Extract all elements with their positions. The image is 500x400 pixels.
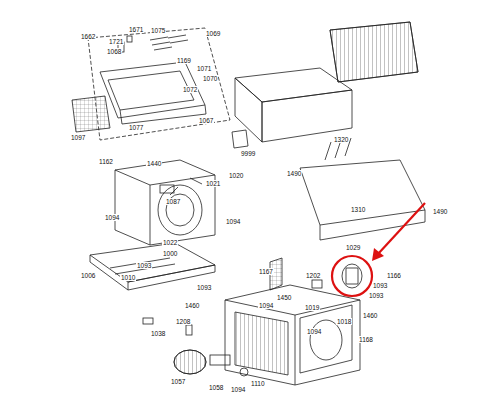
callout-number: 1094 (258, 302, 274, 309)
callout-number: 1006 (80, 272, 96, 279)
callout-number: 1094 (104, 214, 120, 221)
callout-number: 1162 (98, 158, 114, 165)
callout-number: 1075 (150, 27, 166, 34)
callout-number: 1019 (304, 304, 320, 311)
callout-number: 1058 (208, 384, 224, 391)
callout-number: 1057 (170, 378, 186, 385)
callout-number: 1093 (196, 284, 212, 291)
callout-number: 1021 (205, 180, 221, 187)
callout-number: 1490 (286, 170, 302, 177)
callout-number: 1169 (176, 57, 192, 64)
pointer-arrow (372, 203, 425, 261)
callout-number: 1450 (276, 294, 292, 301)
callout-number: 1070 (202, 75, 218, 82)
callout-number: 1093 (372, 282, 388, 289)
callout-number: 1662 (80, 33, 96, 40)
callout-number: 1167 (258, 268, 274, 275)
callout-number: 1000 (162, 250, 178, 257)
callout-number: 1202 (305, 272, 321, 279)
callout-number: 1166 (386, 272, 402, 279)
callout-number: 1071 (196, 65, 212, 72)
callout-number: 1020 (228, 172, 244, 179)
callout-number: 1460 (362, 312, 378, 319)
callout-number: 1068 (106, 48, 122, 55)
callout-number: 1094 (306, 328, 322, 335)
callout-number: 1093 (368, 292, 384, 299)
callout-number: 1310 (350, 206, 366, 213)
callout-number: 1077 (128, 124, 144, 131)
callout-number: 1208 (175, 318, 191, 325)
callout-number: 1721 (108, 38, 124, 45)
callout-number: 1093 (136, 262, 152, 269)
callout-number: 1069 (205, 30, 221, 37)
callout-number: 9999 (240, 150, 256, 157)
callout-number: 1094 (230, 386, 246, 393)
callout-number: 1460 (184, 302, 200, 309)
callout-number: 1010 (120, 274, 136, 281)
callout-number: 1490 (432, 208, 448, 215)
callout-number: 1671 (128, 26, 144, 33)
callout-number: 1168 (358, 336, 374, 343)
callout-number: 1087 (165, 198, 181, 205)
callout-number: 1320 (333, 136, 349, 143)
callout-number: 1018 (336, 318, 352, 325)
callout-number: 1022 (162, 239, 178, 246)
callout-number: 1072 (182, 86, 198, 93)
callout-number: 1440 (146, 160, 162, 167)
callout-number: 1097 (70, 134, 86, 141)
callout-number: 1067 (198, 117, 214, 124)
callout-number: 1110 (250, 380, 266, 387)
highlight-circle (332, 256, 372, 296)
callout-number: 1038 (150, 330, 166, 337)
callout-number: 1094 (225, 218, 241, 225)
callout-number: 1029 (345, 244, 361, 251)
